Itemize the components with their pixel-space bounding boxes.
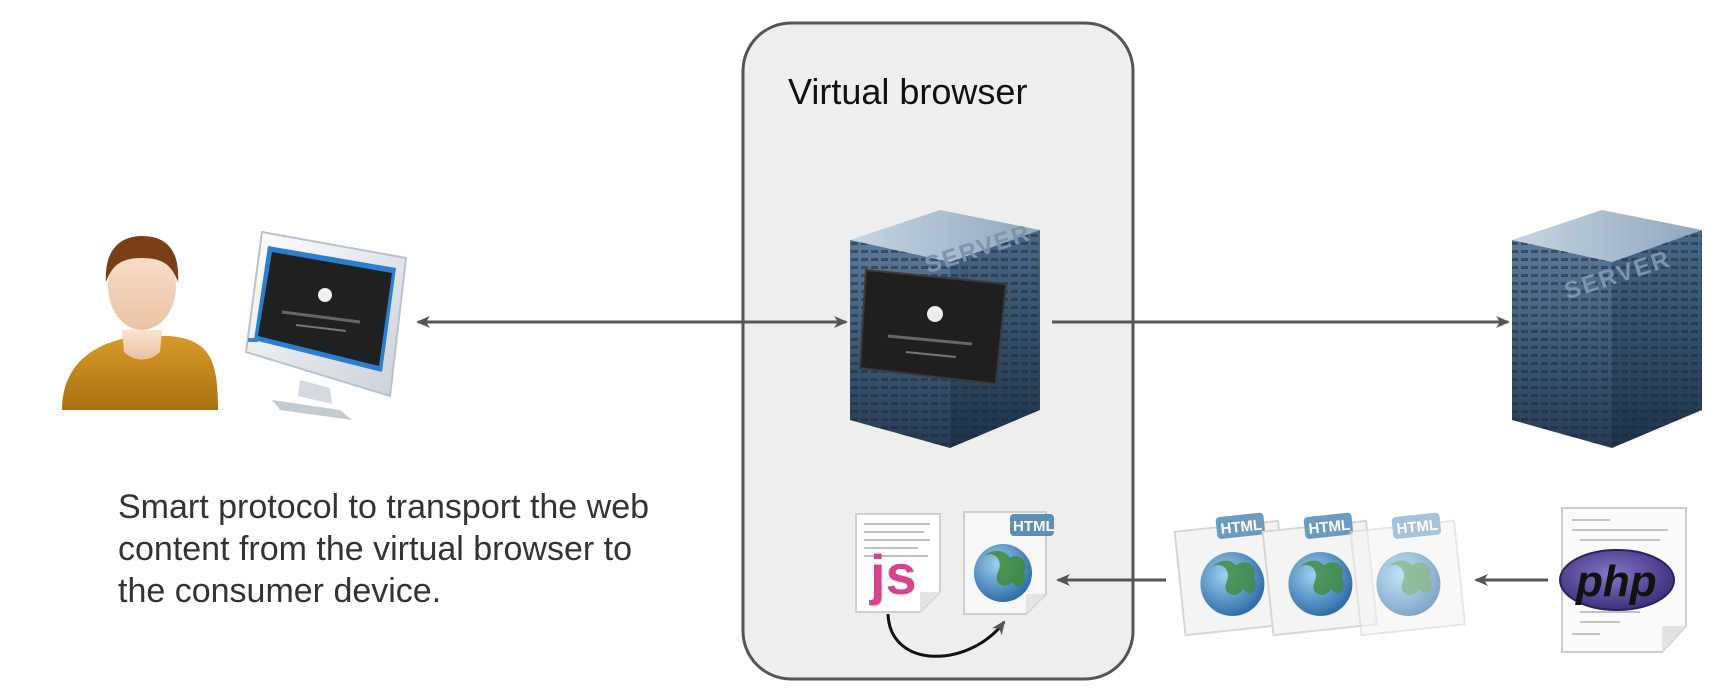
js-label: js [869, 543, 917, 606]
html-file-icon: HTML [1349, 512, 1467, 637]
description-line-3: the consumer device. [118, 572, 441, 610]
js-document-icon: js [855, 513, 941, 613]
js-to-html-curved-arrow [886, 613, 1006, 658]
virtual-browser-title: Virtual browser [788, 71, 1027, 112]
browser-screen-overlay [858, 268, 1008, 386]
person-icon [62, 236, 218, 410]
virtual-browser-server-icon: SERVER [850, 210, 1040, 448]
html-file-icon: HTML [1173, 512, 1291, 637]
web-server-icon: SERVER [1512, 210, 1702, 448]
html-badge: HTML [1220, 517, 1263, 538]
php-label: php [1575, 557, 1657, 606]
html-files-stack: HTML HTML HTML [1173, 512, 1467, 637]
arrows [416, 316, 1548, 658]
protocol-description: Smart protocol to transport the web cont… [118, 488, 649, 610]
html-badge: HTML [1013, 518, 1055, 535]
php-document-icon: php [1559, 507, 1687, 653]
description-line-2: content from the virtual browser to [118, 530, 632, 568]
consumer-monitor-icon [244, 230, 408, 420]
html-file-icon: HTML [1261, 512, 1379, 637]
description-line-1: Smart protocol to transport the web [118, 488, 649, 526]
html-badge: HTML [1396, 517, 1439, 538]
html-badge: HTML [1308, 517, 1351, 538]
html-document-icon: HTML [963, 511, 1055, 615]
